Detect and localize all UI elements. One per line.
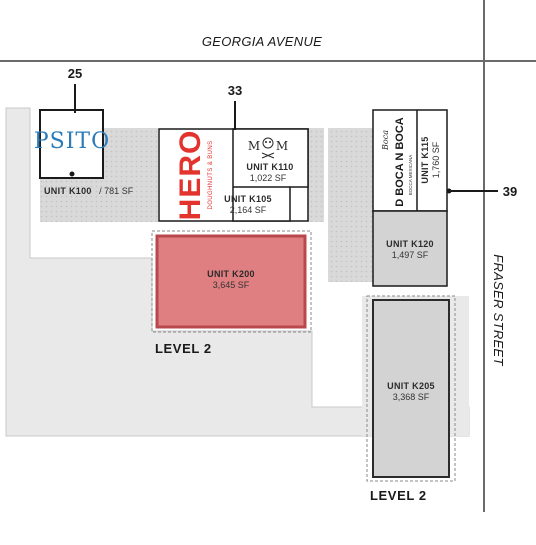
- patio-east: [328, 128, 374, 282]
- unit-k100-label: UNIT K100 / 781 SF: [44, 181, 134, 198]
- unit-k110-label: UNIT K110: [246, 162, 293, 172]
- patio-middle: [308, 128, 324, 222]
- boca-logo: D BOCA N BOCA: [394, 117, 406, 206]
- unit-k105-label: UNIT K105: [224, 194, 272, 204]
- unit-k120-label: UNIT K120: [386, 239, 434, 249]
- boca-script-logo: Boca: [381, 130, 390, 151]
- georgia-avenue-label: GEORGIA AVENUE: [202, 34, 322, 49]
- boca-sublogo: BOCCA MEXICANA: [408, 155, 413, 196]
- unit-k205: [372, 299, 450, 478]
- unit-k200-sf: 3,645 SF: [213, 280, 250, 290]
- level-2-label-k205: LEVEL 2: [370, 488, 427, 503]
- level-2-label-k200: LEVEL 2: [155, 341, 212, 356]
- mm-logo-icon: [261, 137, 275, 159]
- psito-logo: PSITO: [34, 129, 110, 154]
- callout-33: 33: [228, 83, 242, 98]
- unit-k110-sf: 1,022 SF: [250, 173, 287, 183]
- callout-39: 39: [503, 184, 517, 199]
- mm-logo-left: M: [248, 139, 260, 153]
- unit-k115-sf: 1,760 SF: [431, 141, 441, 178]
- unit-k205-sf: 3,368 SF: [393, 392, 430, 402]
- unit-k100-pin: [69, 171, 75, 177]
- unit-k200-label: UNIT K200: [207, 269, 255, 279]
- unit-k120-sf: 1,497 SF: [392, 250, 429, 260]
- hero-tagline: DOUGHNUTS & BUNS: [208, 140, 214, 209]
- callout-25: 25: [68, 66, 82, 81]
- callout-39-pin: [446, 188, 452, 194]
- unit-k120: [372, 210, 448, 287]
- mm-logo-right: M: [276, 139, 288, 153]
- unit-k105-sf: 2,164 SF: [230, 205, 267, 215]
- unit-k205-label: UNIT K205: [387, 381, 435, 391]
- hero-logo: HERO: [174, 130, 207, 221]
- unit-k205-dashed-frame: [366, 295, 456, 482]
- fraser-street-label: FRASER STREET: [491, 254, 506, 366]
- unit-k200: [155, 234, 307, 329]
- site-footprint: [5, 107, 470, 437]
- unit-k115-label: UNIT K115: [420, 136, 430, 183]
- unit-k100-logo-box: [39, 109, 104, 179]
